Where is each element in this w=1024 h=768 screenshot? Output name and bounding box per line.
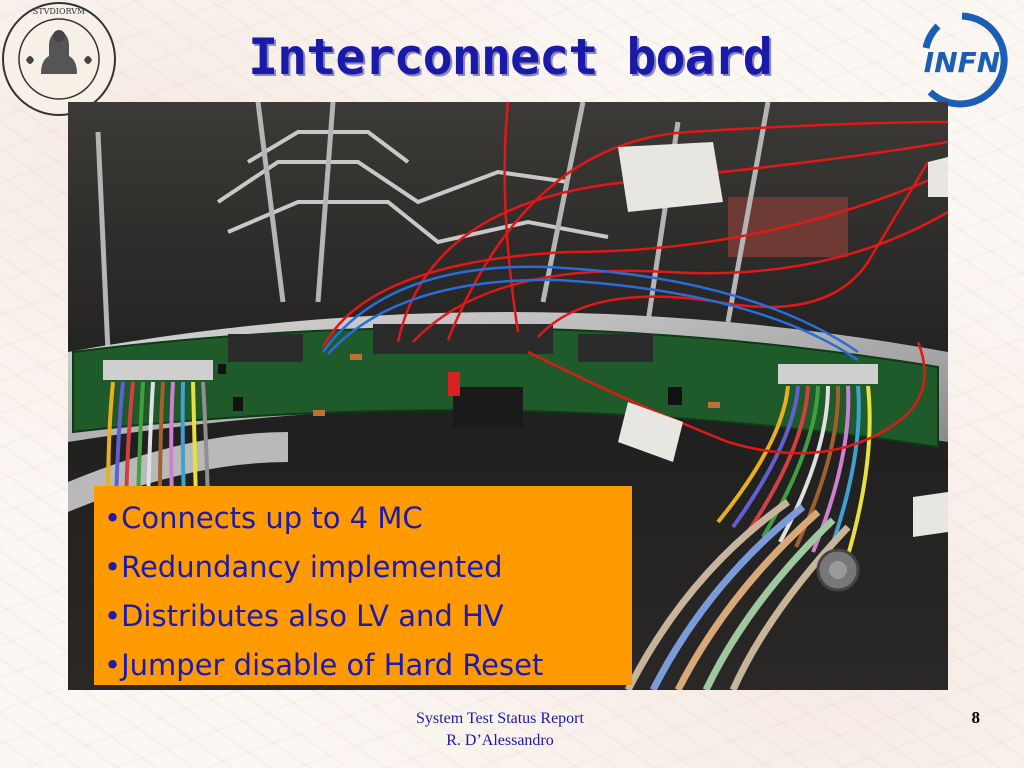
- university-seal-icon: STVDIORVM: [2, 2, 116, 116]
- seal-lettering: STVDIORVM: [33, 7, 85, 16]
- page-number: 8: [971, 708, 981, 727]
- infn-logo-icon: INFN: [922, 12, 1008, 108]
- bullet-item: •Distributes also LV and HV: [104, 599, 504, 633]
- slide-title: Interconnect board: [248, 28, 773, 86]
- footer-author: R. D’Alessandro: [446, 732, 554, 749]
- bullet-item: •Jumper disable of Hard Reset: [104, 648, 544, 682]
- logo-lettering: INFN: [924, 46, 1000, 79]
- footer-report-title: System Test Status Report: [416, 710, 584, 727]
- slide-footer: System Test Status Report R. D’Alessandr…: [350, 708, 650, 752]
- bullet-box: •Connects up to 4 MC •Redundancy impleme…: [94, 486, 632, 685]
- bullet-item: •Connects up to 4 MC: [104, 501, 423, 535]
- bullet-item: •Redundancy implemented: [104, 550, 503, 584]
